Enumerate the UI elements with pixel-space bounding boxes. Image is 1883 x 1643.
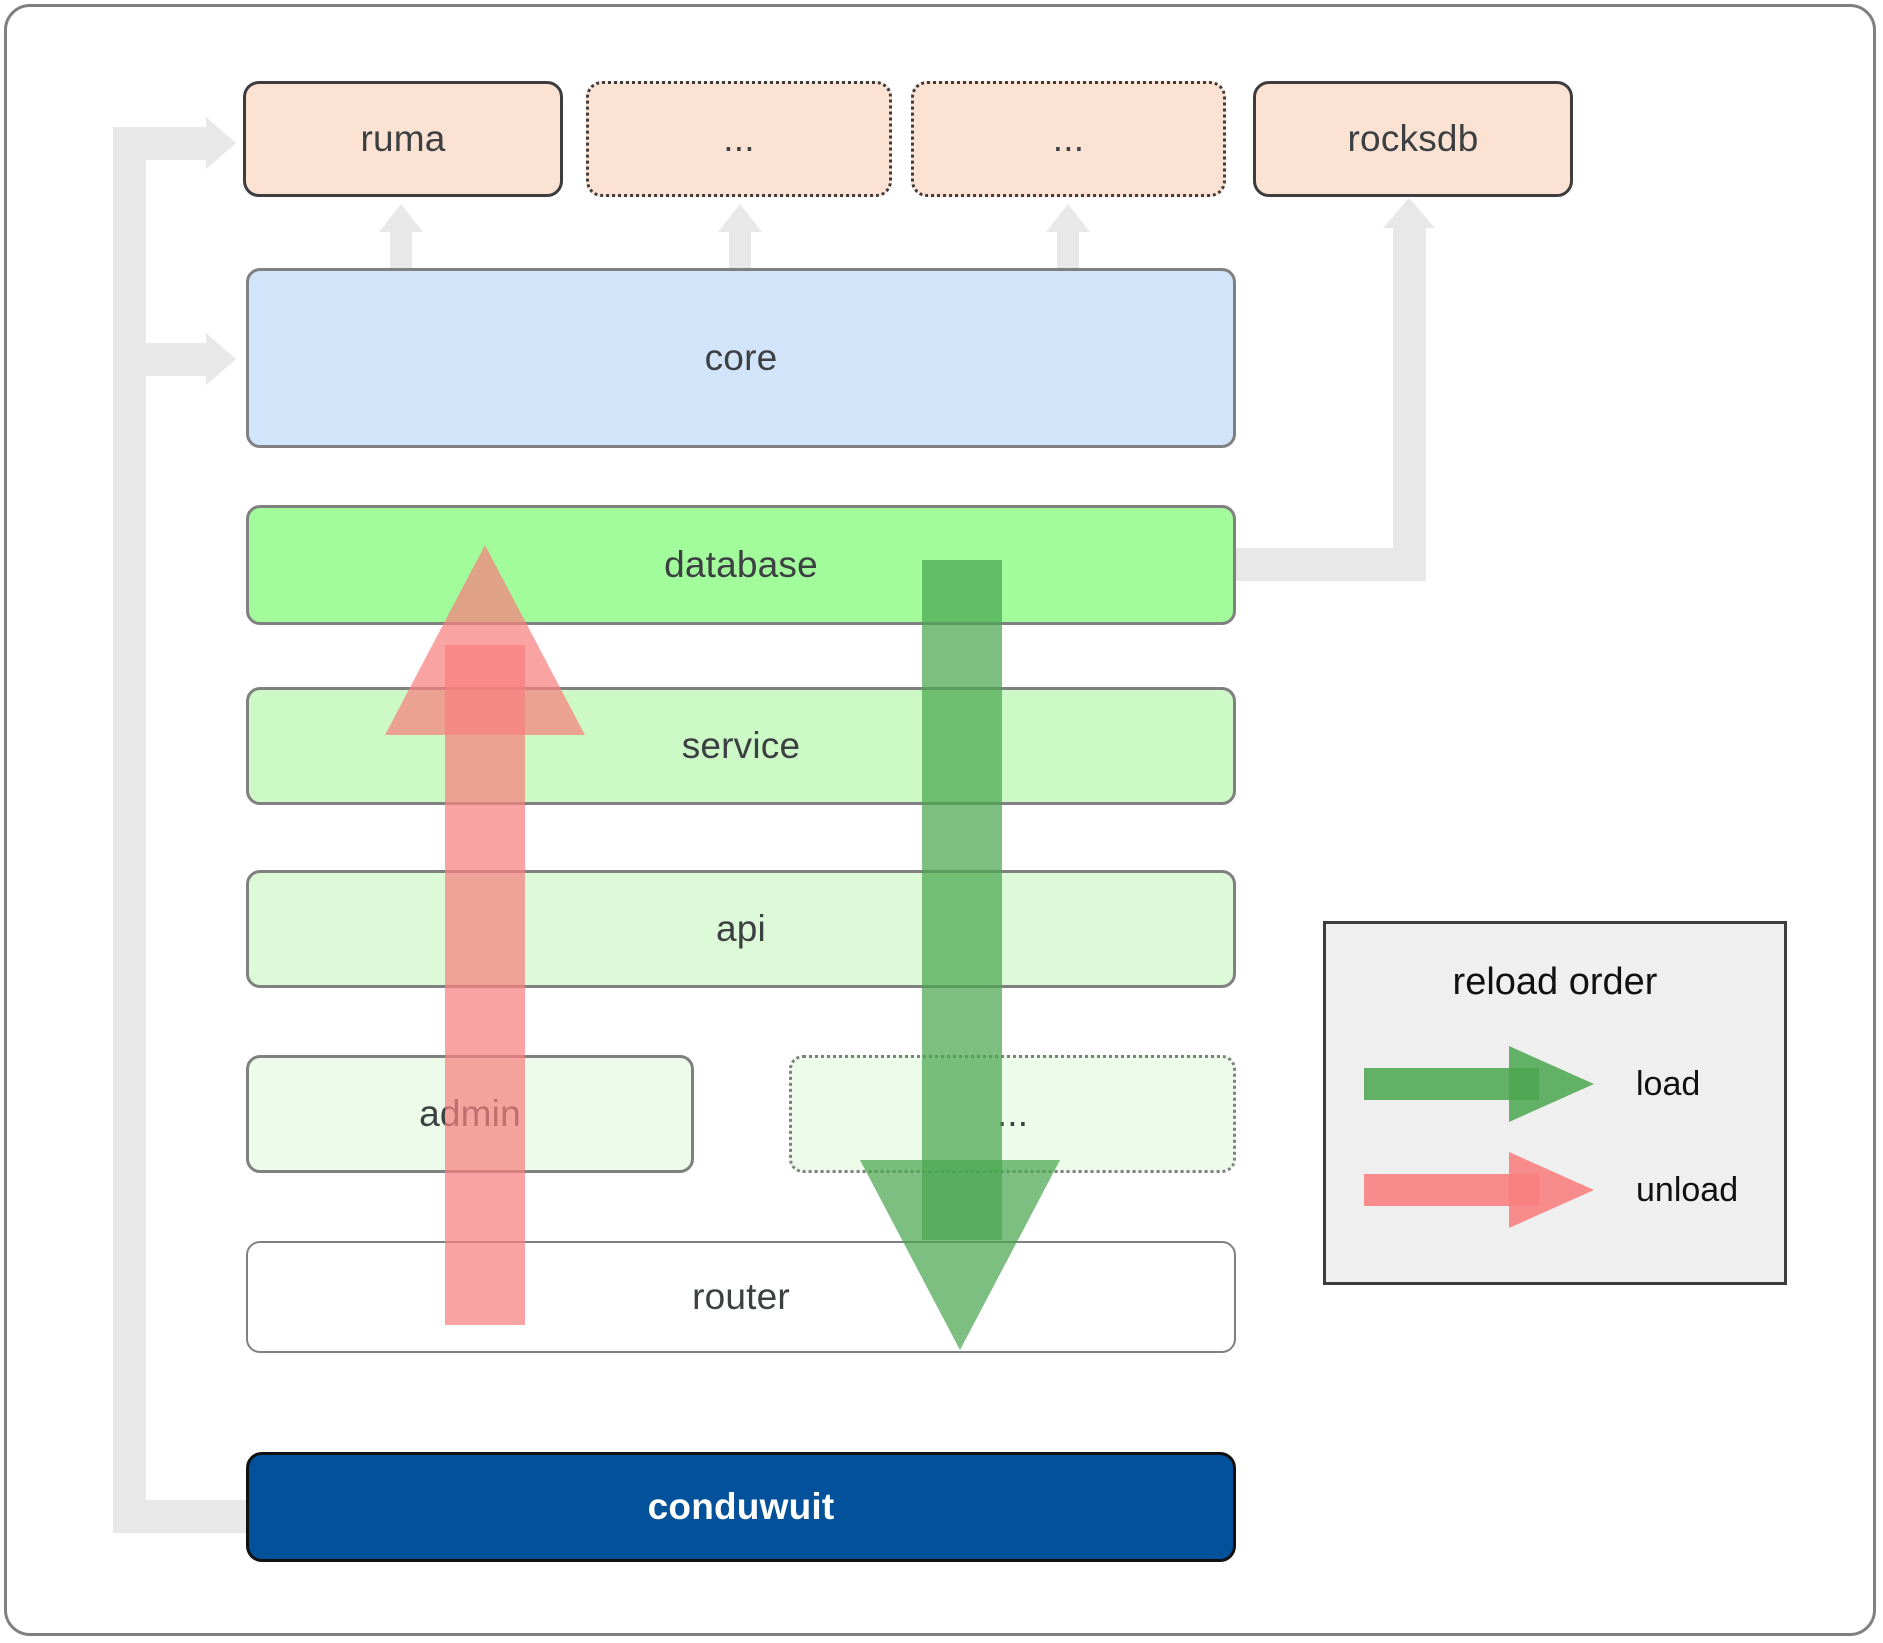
unload-arrow [385,545,585,1325]
connector-trunk-vertical [113,127,146,1533]
legend-load-arrow-icon [1364,1046,1594,1122]
connector-arrow-ruma [206,117,236,169]
node-router-label: router [692,1276,790,1317]
node-conduwuit[interactable]: conduwuit [246,1452,1236,1562]
node-service-label: service [681,725,801,766]
node-api-label: api [716,908,766,949]
legend-unload-arrow-icon [1364,1152,1594,1228]
node-core[interactable]: core [246,268,1236,448]
node-rocksdb-label: rocksdb [1347,118,1479,159]
node-database-label: database [664,544,818,585]
node-layer-ellipsis[interactable]: ... [789,1055,1236,1173]
connector-arrow-rocksdb [1383,198,1435,228]
node-rocksdb[interactable]: rocksdb [1253,81,1573,197]
node-dependency-ellipsis-1[interactable]: ... [586,81,892,197]
connector-database-to-rocksdb-vertical [1393,225,1426,581]
legend: reload order load unload [1323,921,1787,1285]
node-dependency-ellipsis-2-label: ... [1052,118,1085,159]
load-arrow [860,560,1060,1350]
legend-row-unload: unload [1364,1152,1764,1228]
connector-core-to-dots1-stem [729,228,751,270]
node-conduwuit-label: conduwuit [647,1486,835,1527]
node-dependency-ellipsis-1-label: ... [723,118,755,159]
legend-load-label: load [1636,1064,1701,1103]
legend-unload-label: unload [1636,1170,1739,1209]
connector-core-to-dots2-stem [1057,228,1079,270]
connector-core-to-ruma-stem [390,228,412,270]
legend-row-load: load [1364,1046,1764,1122]
node-ruma[interactable]: ruma [243,81,563,197]
connector-branch-core [113,343,213,376]
connector-arrow-core-to-dots1 [718,204,762,232]
connector-arrow-core-to-dots2 [1046,204,1090,232]
connector-branch-ruma [113,127,213,160]
node-ruma-label: ruma [360,118,446,159]
connector-trunk-to-conduwuit [113,1500,250,1533]
connector-arrow-core-to-ruma [379,204,423,232]
legend-title: reload order [1452,961,1658,1003]
node-core-label: core [704,337,778,378]
connector-arrow-core [206,333,236,385]
node-dependency-ellipsis-2[interactable]: ... [911,81,1226,197]
